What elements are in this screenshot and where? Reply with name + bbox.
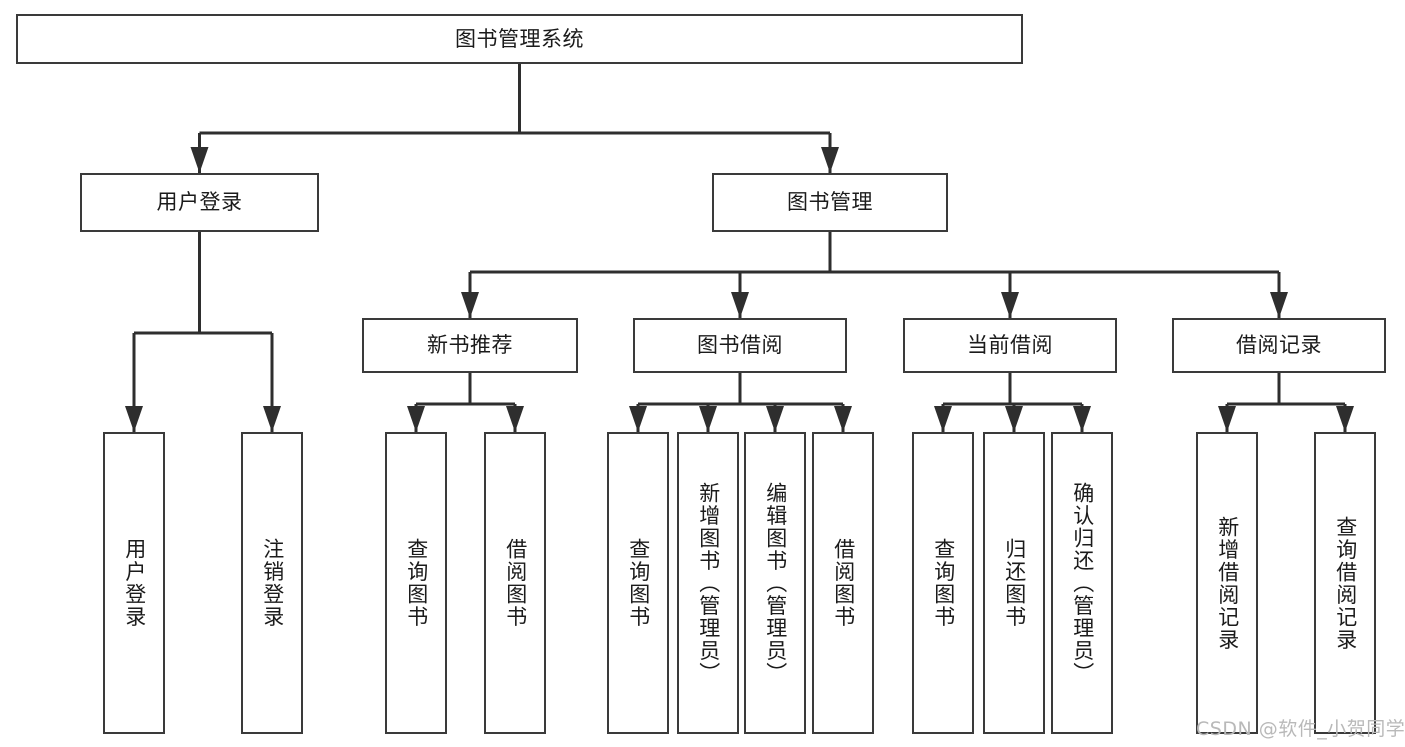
connector-arrowhead [1218,406,1236,432]
node-leaf-add-record[interactable]: 新增借阅记录 [1196,432,1258,734]
node-book-manage[interactable]: 图书管理 [712,173,948,232]
connector-arrowhead [766,406,784,432]
node-current-borrow[interactable]: 当前借阅 [903,318,1117,373]
node-leaf-query-record[interactable]: 查询借阅记录 [1314,432,1376,734]
connector-arrowhead [629,406,647,432]
node-label: 新增借阅记录 [1215,515,1240,651]
node-new-book-recommend[interactable]: 新书推荐 [362,318,578,373]
node-leaf-logout[interactable]: 注销登录 [241,432,303,734]
connector-arrowhead [1005,406,1023,432]
node-leaf-add-book[interactable]: 新增图书（管理员） [677,432,739,734]
node-label: 用户登录 [122,538,147,628]
node-label: 查询图书 [626,538,651,628]
node-leaf-user-login[interactable]: 用户登录 [103,432,165,734]
connector-arrowhead [190,147,209,173]
node-leaf-borrow-book-2[interactable]: 借阅图书 [812,432,874,734]
node-label: 查询借阅记录 [1333,515,1358,651]
node-label: 新书推荐 [427,333,513,358]
connector-arrowhead [461,292,479,318]
connector-arrowhead [699,406,717,432]
csdn-watermark: CSDN @软件_小贺同学 [1196,718,1405,740]
connector-arrowhead [125,406,143,432]
node-leaf-confirm-return[interactable]: 确认归还（管理员） [1051,432,1113,734]
node-leaf-query-book-1[interactable]: 查询图书 [385,432,447,734]
connector-arrowhead [731,292,749,318]
node-label: 查询图书 [404,538,429,628]
node-label: 借阅图书 [503,538,528,628]
node-label: 注销登录 [260,538,285,628]
node-label: 编辑图书（管理员） [763,481,788,685]
node-label: 借阅图书 [831,538,856,628]
node-label: 归还图书 [1002,538,1027,628]
node-label: 当前借阅 [967,333,1053,358]
node-leaf-return-book[interactable]: 归还图书 [983,432,1045,734]
connector-arrowhead [834,406,852,432]
node-leaf-query-book-2[interactable]: 查询图书 [607,432,669,734]
node-label: 确认归还（管理员） [1070,481,1095,685]
connector-arrowhead [263,406,281,432]
connector-arrowhead [1270,292,1288,318]
node-label: 用户登录 [156,190,243,215]
connector-arrowhead [1001,292,1019,318]
node-label: 查询图书 [931,538,956,628]
node-borrow-record[interactable]: 借阅记录 [1172,318,1386,373]
connector-arrowhead [934,406,952,432]
node-book-borrow[interactable]: 图书借阅 [633,318,847,373]
node-label: 新增图书（管理员） [696,481,721,685]
connector-arrowhead [1336,406,1354,432]
node-label: 借阅记录 [1236,333,1322,358]
node-leaf-edit-book[interactable]: 编辑图书（管理员） [744,432,806,734]
node-root[interactable]: 图书管理系统 [16,14,1023,64]
node-leaf-borrow-book-1[interactable]: 借阅图书 [484,432,546,734]
connector-arrowhead [407,406,425,432]
connector-arrowhead [821,147,839,173]
connector-arrowhead [506,406,524,432]
connector-arrowhead [1073,406,1091,432]
node-user-login[interactable]: 用户登录 [80,173,319,232]
node-label: 图书管理 [787,190,873,215]
node-label: 图书借阅 [697,333,783,358]
node-leaf-query-book-3[interactable]: 查询图书 [912,432,974,734]
node-label: 图书管理系统 [455,26,584,51]
